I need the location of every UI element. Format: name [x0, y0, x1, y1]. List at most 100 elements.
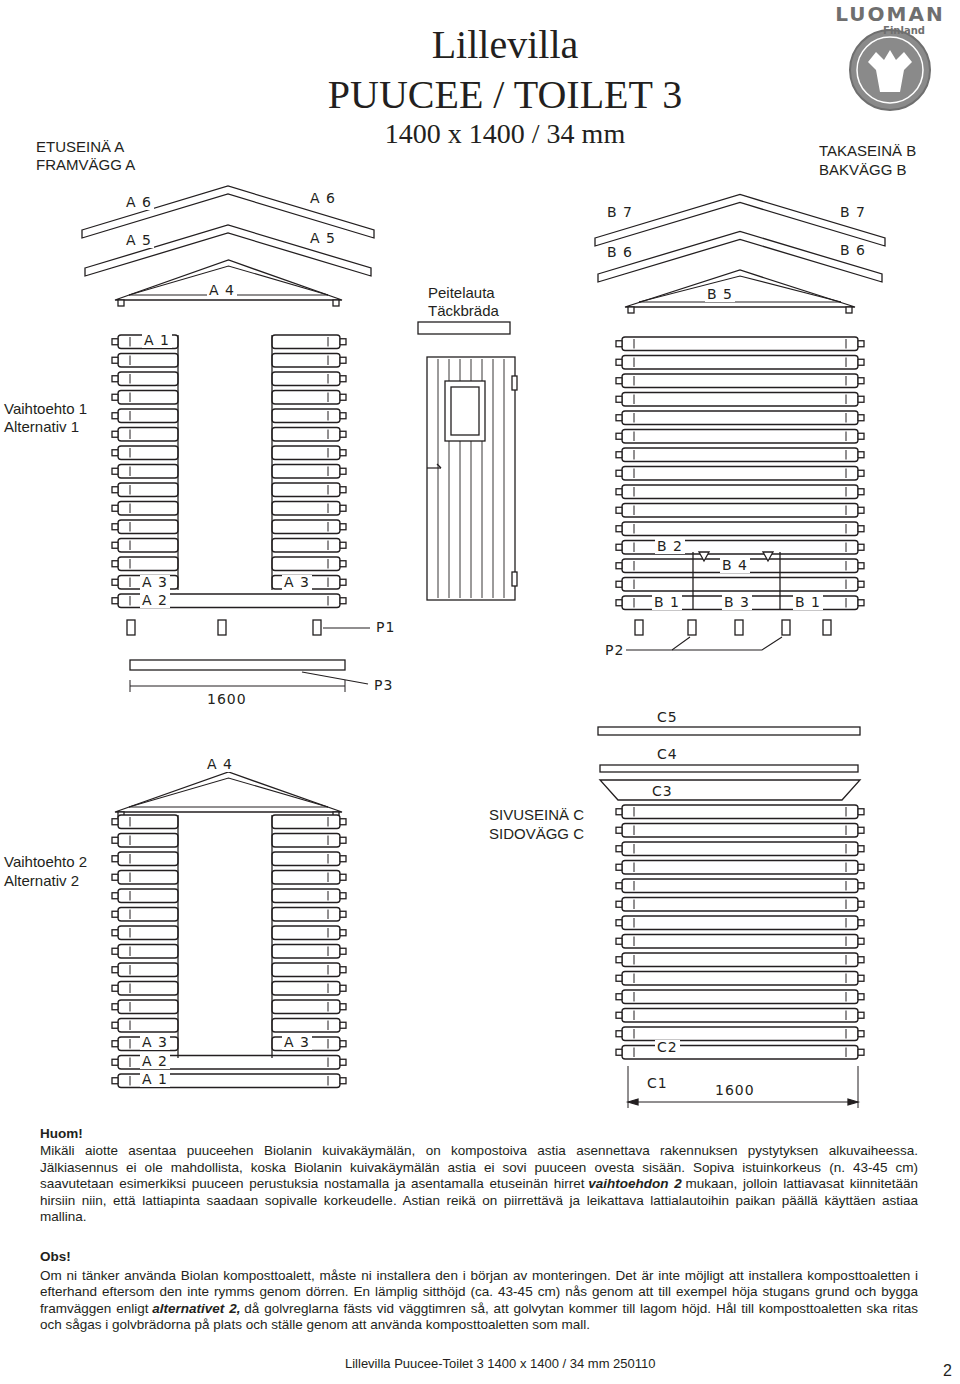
gable-line [129, 807, 328, 808]
view-label: Alternativ 2 [3, 872, 80, 889]
view-label: SIVUSEINÄ C [488, 806, 585, 823]
notch-line [328, 374, 329, 384]
wall-log [622, 393, 858, 407]
wall-log [622, 879, 858, 893]
log-end [112, 487, 118, 493]
notch-line [328, 559, 329, 569]
wall-log [272, 889, 340, 903]
wall-log [622, 916, 858, 930]
log-end [616, 846, 622, 852]
notch-line [130, 854, 131, 864]
notch-line [328, 485, 329, 495]
log-end [340, 431, 346, 437]
log-end [340, 1004, 346, 1010]
wall-log [272, 428, 340, 442]
door-handle [427, 467, 441, 468]
notch-line [846, 826, 847, 836]
log-end [858, 1049, 864, 1055]
log-end [112, 450, 118, 456]
notch-line [634, 807, 635, 817]
notch-line [846, 469, 847, 479]
log-end [340, 1022, 346, 1028]
floor-joist-end [823, 620, 831, 635]
log-end [858, 563, 864, 569]
notch-line [130, 1002, 131, 1012]
log-end [340, 505, 346, 511]
notch-line [634, 992, 635, 1002]
log-end [616, 396, 622, 402]
log-end [112, 1022, 118, 1028]
wall-log [622, 842, 858, 856]
log-end [340, 376, 346, 382]
wall-log [272, 1000, 340, 1014]
log-end [112, 598, 118, 604]
log-end [858, 901, 864, 907]
log-end [858, 938, 864, 944]
wall-log [272, 557, 340, 571]
log-end [858, 957, 864, 963]
part-label: 1600 [713, 1083, 757, 1098]
wall-log [272, 834, 340, 848]
part-label: B 5 [705, 287, 735, 302]
note-paragraph: Mikäli aiotte asentaa puuceehen Biolanin… [40, 1143, 918, 1226]
log-end [340, 819, 346, 825]
notch-line [846, 543, 847, 553]
gable-notch [846, 307, 852, 313]
wall-log [272, 871, 340, 885]
log-end [616, 489, 622, 495]
notch-line [846, 1011, 847, 1021]
wall-log [118, 502, 178, 516]
wall-log [118, 594, 340, 608]
notch-line [846, 580, 847, 590]
notch-line [130, 578, 131, 588]
wall-log [622, 411, 858, 425]
notch-line [846, 395, 847, 405]
log-end [616, 957, 622, 963]
part-label: A 4 [205, 757, 235, 772]
part-label: P2 [603, 643, 626, 658]
notch-line [846, 955, 847, 965]
door-opening [177, 815, 178, 1058]
wall-log [622, 596, 858, 610]
view-label: Vaihtoehto 2 [3, 853, 88, 870]
floor-joist-end [635, 620, 643, 635]
log-end [340, 948, 346, 954]
note-text: alternativet 2, [152, 1301, 240, 1316]
notch-line [328, 1039, 329, 1049]
wall-log [118, 539, 178, 553]
part-label: B 3 [722, 595, 752, 610]
wall-log [272, 409, 340, 423]
wall-log [622, 935, 858, 949]
part-label: B 1 [793, 595, 823, 610]
note-text: vaihtoehdon 2 [588, 1176, 681, 1191]
log-end [340, 856, 346, 862]
log-end [616, 920, 622, 926]
log-end [112, 948, 118, 954]
notch-line [130, 817, 131, 827]
notch-line [634, 580, 635, 590]
wall-log [272, 926, 340, 940]
notch-line [846, 918, 847, 928]
wall-log [272, 576, 340, 590]
log-end [112, 874, 118, 880]
part-label: C3 [650, 784, 675, 799]
wall-log [272, 502, 340, 516]
notch-line [846, 937, 847, 947]
log-end [858, 809, 864, 815]
wall-log [272, 446, 340, 460]
log-end [112, 357, 118, 363]
notch-line [328, 578, 329, 588]
log-end [858, 396, 864, 402]
notch-line [846, 487, 847, 497]
wall-log [272, 1019, 340, 1033]
wall-log [622, 504, 858, 518]
gable-line [639, 276, 841, 302]
log-end [340, 893, 346, 899]
log-end [616, 544, 622, 550]
note-heading: Huom! [40, 1126, 918, 1143]
log-end [616, 994, 622, 1000]
wall-log [272, 963, 340, 977]
wall-log [118, 852, 178, 866]
part-label: A 1 [140, 1072, 170, 1087]
